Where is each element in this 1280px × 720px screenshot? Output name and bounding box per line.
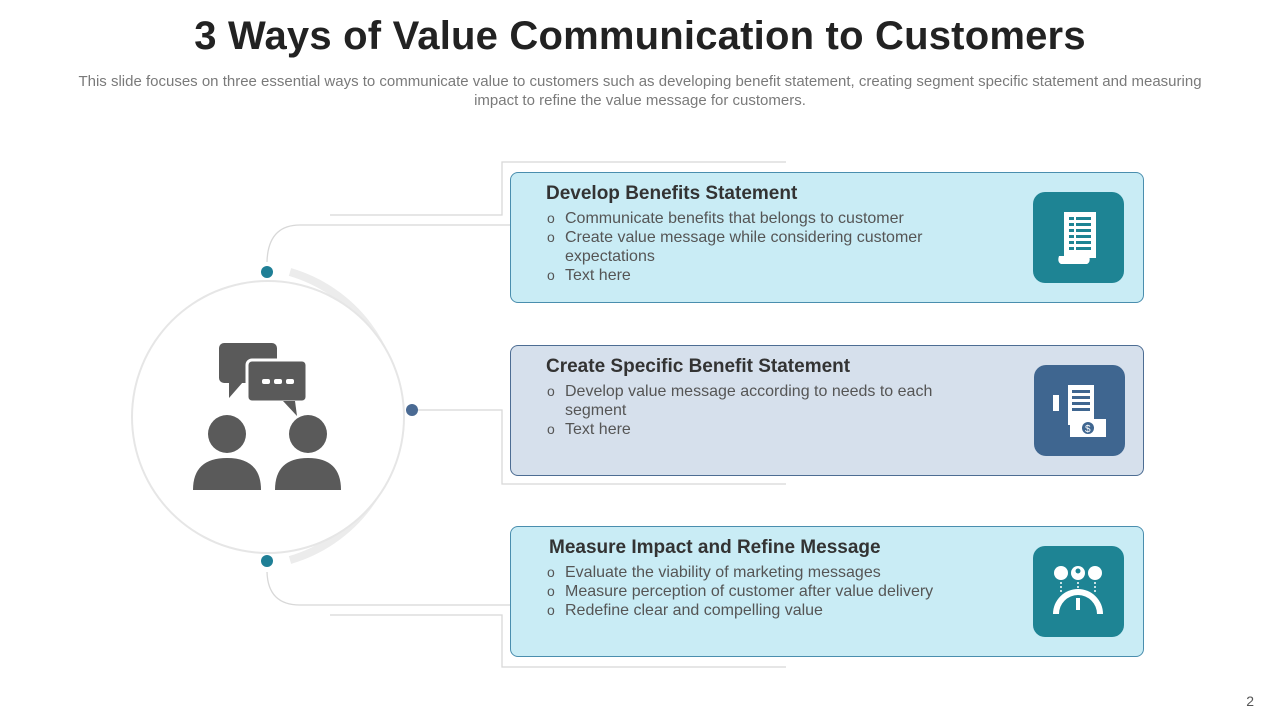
people-chat-icon	[185, 338, 350, 503]
document-icon	[1033, 192, 1124, 283]
gauge-metrics-icon	[1033, 546, 1124, 637]
list-item: Text here	[545, 266, 945, 285]
card-title: Create Specific Benefit Statement	[546, 356, 851, 377]
card-title: Measure Impact and Refine Message	[549, 537, 881, 558]
list-item: Communicate benefits that belongs to cus…	[545, 209, 945, 228]
list-item: Text here	[545, 420, 945, 439]
bullet-list: Evaluate the viability of marketing mess…	[545, 563, 945, 620]
list-item: Develop value message according to needs…	[545, 382, 945, 420]
card-develop-benefits: Develop Benefits Statement Communicate b…	[510, 172, 1144, 303]
svg-text:$: $	[1085, 424, 1091, 435]
list-item: Create value message while considering c…	[545, 228, 945, 266]
connector-dot-top	[261, 266, 273, 278]
page-number: 2	[1246, 693, 1254, 709]
slide-subtitle: This slide focuses on three essential wa…	[78, 73, 1202, 109]
list-item: Evaluate the viability of marketing mess…	[545, 563, 945, 582]
bullet-list: Communicate benefits that belongs to cus…	[545, 209, 945, 285]
list-item: Redefine clear and compelling value	[545, 601, 945, 620]
hub-circle	[133, 282, 403, 552]
connector-dot-bottom	[261, 555, 273, 567]
slide-title: 3 Ways of Value Communication to Custome…	[194, 14, 1086, 58]
card-specific-benefit: Create Specific Benefit Statement Develo…	[510, 345, 1144, 476]
card-measure-impact: Measure Impact and Refine Message Evalua…	[510, 526, 1144, 657]
connector-dot-middle	[406, 404, 418, 416]
bullet-list: Develop value message according to needs…	[545, 382, 945, 439]
card-title: Develop Benefits Statement	[546, 183, 798, 204]
invoice-money-icon: $	[1034, 365, 1125, 456]
list-item: Measure perception of customer after val…	[545, 582, 945, 601]
